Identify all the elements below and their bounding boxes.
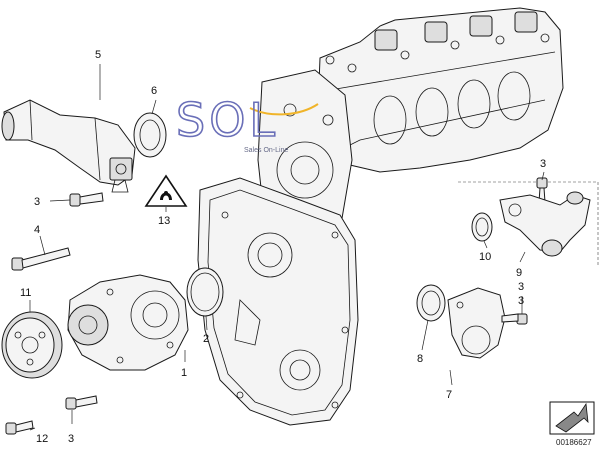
o-ring-2: [186, 267, 224, 317]
sol-logo-tagline: Sales On-Line: [244, 147, 288, 154]
warning-triangle-icon: [144, 174, 188, 207]
water-pump: [67, 274, 189, 371]
bolt-3d: [501, 313, 528, 325]
page-corner-arrow-icon: [549, 401, 595, 435]
part-label: 1: [181, 367, 187, 379]
bolt-12: [5, 420, 34, 435]
hose-connector: [1, 99, 136, 193]
sol-logo: SOL Sales On-Line: [175, 92, 319, 154]
seal-ring-8: [416, 284, 446, 322]
part-label: 7: [446, 389, 452, 401]
part-label: 9: [516, 267, 522, 279]
right-group-frame: [458, 181, 599, 265]
part-labels: 5 6 3 13 4 11 2 1 12 3 3 3 3 10 9 8 7: [20, 49, 546, 445]
bolt-3b: [65, 395, 98, 410]
part-label: 3: [68, 433, 74, 445]
thermostat-housing: [499, 191, 591, 257]
part-label: 8: [417, 353, 423, 365]
seal-ring-6: [133, 112, 167, 158]
part-label: 5: [95, 49, 101, 61]
part-label: 3: [518, 281, 524, 293]
part-label: 12: [36, 433, 48, 445]
part-label: 3: [518, 295, 524, 307]
leader-lines: [29, 64, 545, 431]
timing-cover: [197, 177, 359, 426]
bolt-3a: [69, 192, 104, 207]
part-label: 11: [20, 287, 31, 299]
pulley-11: [1, 311, 63, 379]
part-label: 2: [203, 333, 209, 345]
part-label: 10: [479, 251, 491, 263]
thermostat-cover: [447, 287, 506, 359]
cylinder-head: [317, 7, 564, 173]
part-label: 4: [34, 224, 40, 236]
seal-ring-10: [471, 212, 493, 242]
sol-logo-text: SOL: [176, 93, 279, 147]
part-label: 6: [151, 85, 157, 97]
part-label: 13: [158, 215, 170, 227]
part-label: 3: [540, 158, 546, 170]
long-bolt-4: [11, 247, 71, 271]
doc-number: 00186627: [556, 438, 592, 447]
part-label: 3: [34, 196, 40, 208]
